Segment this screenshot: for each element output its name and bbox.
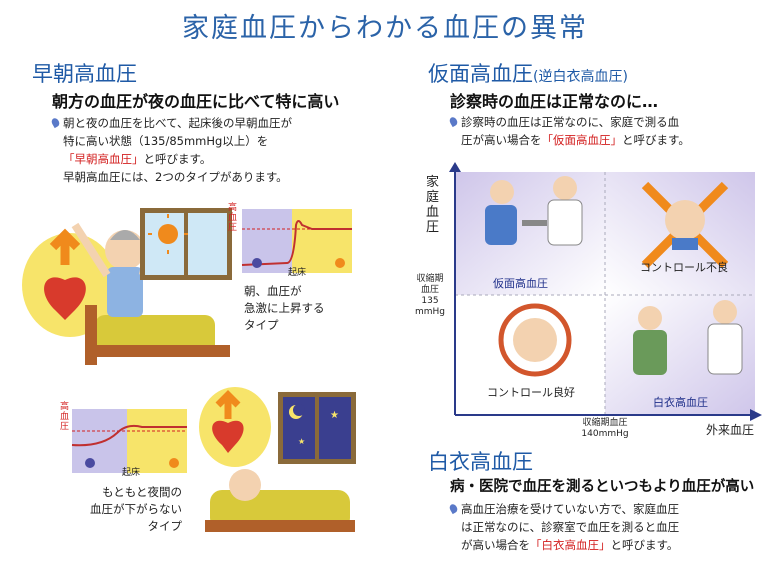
white-description: 高血圧治療を受けていない方で、家庭血圧 は正常なのに、診察室で血圧を測ると血圧 …	[448, 500, 750, 554]
quadrant-controlled-label: コントロール良好	[487, 386, 575, 399]
type1-graph	[241, 209, 352, 273]
morning-term: 「早朝高血圧」	[63, 152, 144, 166]
morning-desc-line4: 早朝高血圧には、2つのタイプがあります。	[63, 170, 288, 184]
morning-subheading: 朝方の血圧が夜の血圧に比べて特に高い	[52, 92, 340, 111]
mask-term: 「仮面高血圧」	[541, 133, 623, 147]
type2-caption-line3: タイプ	[147, 519, 183, 533]
quadrant-masked-label: 仮面高血圧	[493, 277, 548, 290]
svg-text:★: ★	[330, 410, 339, 421]
window-moon-illustration: ★ ★	[278, 392, 356, 464]
white-subheading: 病・医院で血圧を測るといつもより血圧が高い	[450, 479, 755, 495]
bullet-icon	[448, 502, 459, 515]
type1-axis-label: 高血圧	[228, 203, 238, 233]
white-desc-line1: 高血圧治療を受けていない方で、家庭血圧	[461, 502, 680, 516]
x-threshold-line2: 140mmHg	[581, 429, 629, 439]
type1-caption-line1: 朝、血圧が	[244, 284, 302, 298]
x-axis-label: 外来血圧	[706, 423, 755, 437]
white-desc-prefix: が高い場合を	[461, 538, 530, 552]
type2-caption-line2: 血圧が下がらない	[90, 502, 182, 516]
mask-description: 診察時の血圧は正常なのに、家庭で測る血 圧が高い場合を「仮面高血圧」と呼びます。	[448, 113, 750, 149]
morning-description: 朝と夜の血圧を比べて、起床後の早朝血圧が 特に高い状態（135/85mmHg以上…	[50, 114, 352, 186]
type2-axis-label: 高血圧	[60, 402, 70, 432]
type1-marker: 起床	[288, 268, 307, 278]
type1-caption-line2: 急激に上昇する	[244, 301, 325, 315]
y-threshold-line2: 血圧	[420, 285, 439, 295]
x-threshold-line1: 収縮期血圧	[582, 418, 628, 428]
y-threshold-line1: 収縮期	[416, 274, 444, 284]
mask-heading: 仮面高血圧(逆白衣高血圧)	[428, 58, 628, 88]
morning-heading: 早朝高血圧	[32, 62, 137, 86]
y-axis-label: 家庭血圧	[426, 175, 440, 235]
bp-matrix	[449, 162, 762, 421]
sleeping-man-illustration	[199, 387, 355, 532]
quadrant-white-coat-label: 白衣高血圧	[653, 396, 708, 409]
white-desc-suffix: と呼びます。	[610, 538, 679, 552]
y-threshold-label: 収縮期 血圧 135 mmHg	[412, 274, 448, 318]
type2-marker: 起床	[122, 468, 141, 478]
mask-heading-text: 仮面高血圧	[428, 62, 533, 86]
morning-desc-line1: 朝と夜の血圧を比べて、起床後の早朝血圧が	[63, 116, 292, 130]
white-heading: 白衣高血圧	[428, 450, 533, 474]
y-threshold-line3: 135	[421, 296, 439, 306]
mask-desc-line1: 診察時の血圧は正常なのに、家庭で測る血	[461, 115, 680, 129]
type1-caption: 朝、血圧が 急激に上昇する タイプ	[244, 283, 325, 334]
type2-graph	[71, 409, 187, 473]
type1-caption-line3: タイプ	[244, 318, 279, 332]
window-sun-illustration	[140, 208, 232, 280]
mask-heading-paren: (逆白衣高血圧)	[533, 69, 628, 85]
white-term: 「白衣高血圧」	[530, 538, 611, 552]
y-threshold-line4: mmHg	[414, 307, 445, 317]
morning-desc-suffix: と呼びます。	[143, 152, 212, 166]
x-threshold-label: 収縮期血圧 140mmHg	[575, 418, 635, 440]
type2-caption: もともと夜間の 血圧が下がらない タイプ	[82, 484, 182, 535]
quadrant-uncontrolled-label: コントロール不良	[640, 261, 728, 274]
bullet-icon	[50, 116, 61, 129]
mask-desc-prefix: 圧が高い場合を	[461, 133, 542, 147]
white-desc-line2: は正常なのに、診察室で血圧を測ると血圧	[461, 520, 680, 534]
morning-desc-line2: 特に高い状態（135/85mmHg以上）を	[63, 134, 269, 148]
page-title: 家庭血圧からわかる血圧の異常	[182, 13, 588, 44]
type2-caption-line1: もともと夜間の	[101, 485, 182, 499]
svg-text:★: ★	[298, 437, 305, 446]
bullet-icon	[448, 115, 459, 128]
mask-subheading: 診察時の血圧は正常なのに…	[450, 92, 659, 111]
mask-desc-suffix: と呼びます。	[622, 133, 690, 147]
